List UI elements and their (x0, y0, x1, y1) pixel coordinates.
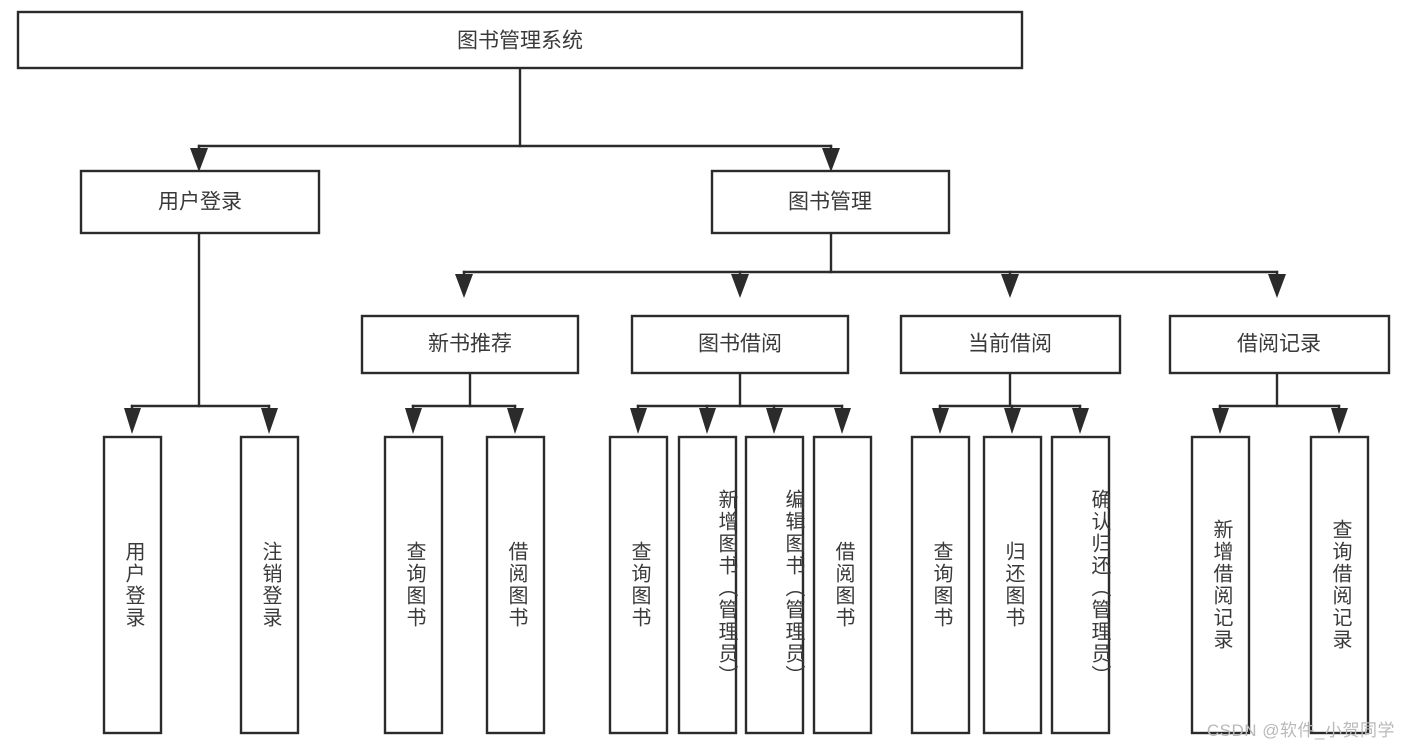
leaf-box-query-book-borrow[interactable] (608, 435, 669, 735)
leaf-box-edit-book-admin[interactable] (744, 435, 805, 735)
node-user-login[interactable]: 用户登录 (79, 169, 321, 235)
leaf-box-query-book-new[interactable] (383, 435, 444, 735)
arrow-head-current-1 (932, 408, 949, 434)
leaf-box-query-record[interactable] (1309, 435, 1370, 735)
leaf-box-confirm-return[interactable] (1050, 435, 1111, 735)
arrow-head-level2-1 (190, 148, 208, 172)
arrow-head-level3-3 (1001, 274, 1019, 298)
node-user-login-box[interactable] (79, 169, 321, 235)
node-borrow-record-label: 借阅记录 (1237, 333, 1321, 356)
node-root-box[interactable] (16, 10, 1024, 70)
leaf-box-borrow-book[interactable] (812, 435, 873, 735)
arrow-head-current-3 (1072, 408, 1089, 434)
node-borrow-record[interactable]: 借阅记录 (1168, 314, 1391, 375)
arrow-head-borrow-1 (630, 408, 647, 434)
node-user-login-label: 用户登录 (158, 191, 242, 214)
arrow-head-record-1 (1212, 408, 1229, 434)
arrow-head-current-2 (1004, 408, 1021, 434)
node-book-management[interactable]: 图书管理 (710, 169, 951, 235)
arrow-head-record-2 (1331, 408, 1348, 434)
arrow-head-borrow-3 (766, 408, 783, 434)
node-root-label: 图书管理系统 (457, 30, 583, 53)
node-current-borrow-label: 当前借阅 (968, 333, 1052, 356)
arrow-head-borrow-2 (699, 408, 716, 434)
leaf-box-add-book-admin[interactable] (677, 435, 738, 735)
arrow-head-level2-2 (822, 148, 840, 172)
node-root[interactable]: 图书管理系统 (16, 10, 1024, 70)
leaf-box-return-book[interactable] (982, 435, 1043, 735)
leaf-box-logout[interactable] (239, 435, 300, 735)
arrow-head-newbook-2 (507, 408, 524, 434)
leaf-box-borrow-book-new[interactable] (485, 435, 546, 735)
node-new-book-recommend-label: 新书推荐 (428, 333, 512, 356)
arrow-head-level3-4 (1268, 274, 1286, 298)
node-new-book-recommend-box[interactable] (360, 314, 580, 375)
node-book-borrow-label: 图书借阅 (698, 333, 782, 356)
leaf-box-user-login[interactable] (102, 435, 163, 735)
node-new-book-recommend[interactable]: 新书推荐 (360, 314, 580, 375)
arrow-head-user-login-2 (261, 408, 278, 434)
node-borrow-record-box[interactable] (1168, 314, 1391, 375)
arrow-head-level3-1 (455, 274, 473, 298)
node-book-borrow-box[interactable] (630, 314, 850, 375)
connector-layer (124, 66, 1348, 434)
arrow-head-user-login-1 (124, 408, 141, 434)
leaf-box-query-book-cur[interactable] (910, 435, 971, 735)
watermark-text: CSDN @软件_小贺同学 (1206, 721, 1395, 740)
node-current-borrow-box[interactable] (899, 314, 1122, 375)
arrow-head-borrow-4 (834, 408, 851, 434)
leaf-box-add-record[interactable] (1190, 435, 1251, 735)
node-current-borrow[interactable]: 当前借阅 (899, 314, 1122, 375)
node-book-borrow[interactable]: 图书借阅 (630, 314, 850, 375)
arrow-head-level3-2 (731, 274, 749, 298)
node-layer: 图书管理系统 用户登录 图书管理 新书推荐 图书借阅 当前 (16, 10, 1391, 735)
node-book-management-label: 图书管理 (788, 191, 872, 214)
node-book-management-box[interactable] (710, 169, 951, 235)
arrow-head-newbook-1 (405, 408, 422, 434)
